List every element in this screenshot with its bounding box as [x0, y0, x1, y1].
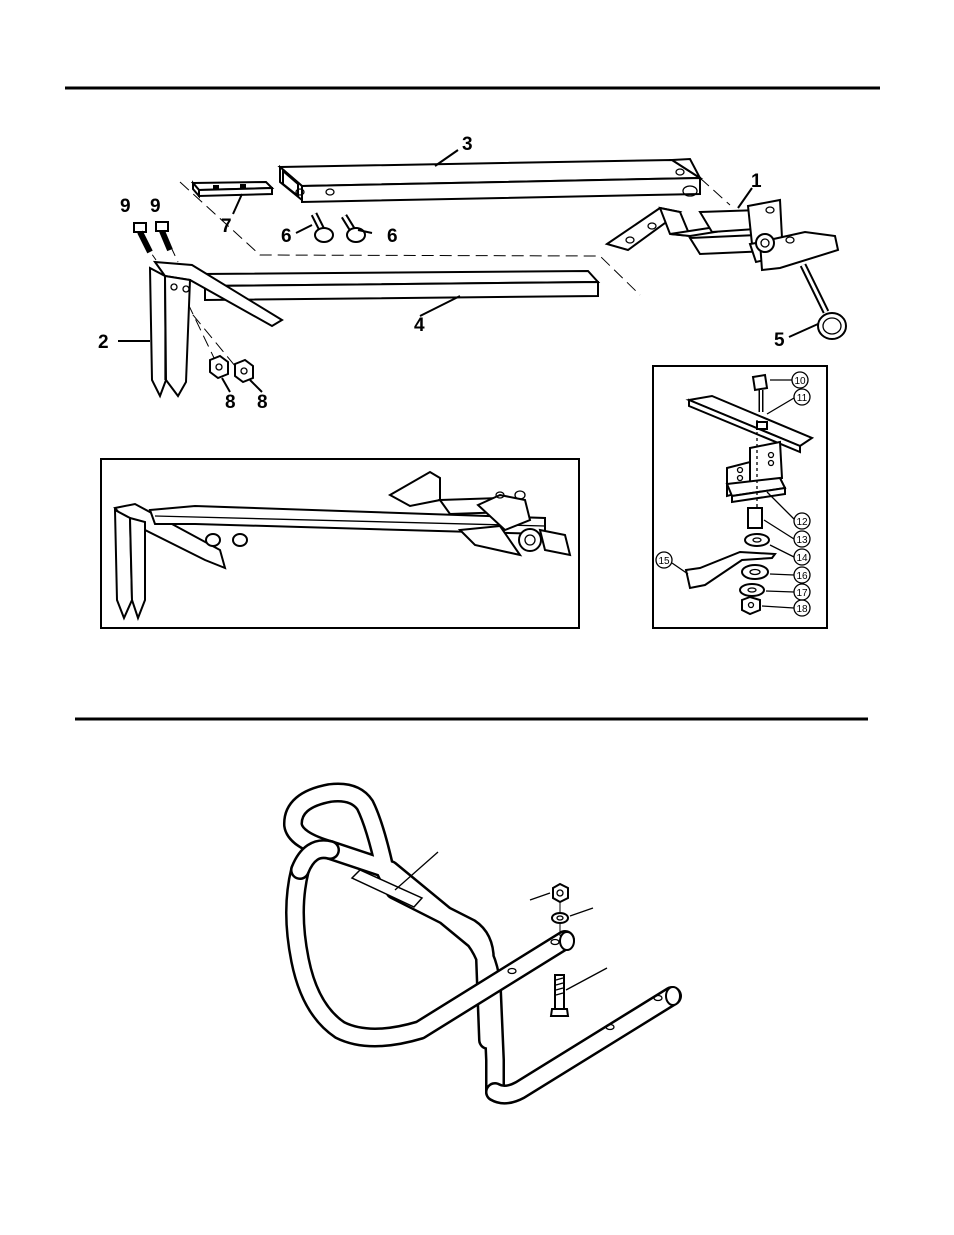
callout-6b: 6 [387, 226, 398, 247]
callout-4: 4 [414, 315, 425, 336]
detail-callout-16: 16 [796, 571, 808, 582]
detail-callout-10: 10 [794, 376, 806, 387]
detail-callout-18: 18 [796, 604, 808, 615]
part-4-lower-tube [200, 271, 598, 300]
callout-8a: 8 [225, 392, 236, 413]
callout-9b: 9 [150, 196, 161, 217]
callout-2: 2 [98, 332, 109, 353]
part-6-bolts [314, 214, 365, 242]
detail-callout-13: 13 [796, 535, 808, 546]
detail-view: 10 11 12 13 14 15 16 17 18 [653, 366, 827, 628]
callout-9a: 9 [120, 196, 131, 217]
part-7-slide-plate [193, 182, 272, 196]
callout-7: 7 [221, 216, 232, 237]
callout-6a: 6 [281, 226, 292, 247]
callout-3: 3 [462, 134, 473, 155]
callout-8b: 8 [257, 392, 268, 413]
detail-callout-11: 11 [797, 393, 808, 404]
detail-callout-12: 12 [796, 517, 808, 528]
part-3-upper-tube [280, 159, 700, 202]
part-9-screws [134, 222, 170, 252]
callout-5: 5 [774, 330, 785, 351]
part-8-nuts [210, 356, 253, 382]
detail-callout-15: 15 [658, 556, 670, 567]
assembled-view [101, 459, 579, 628]
tube-frame-view [293, 793, 680, 1095]
callout-1: 1 [751, 171, 762, 192]
detail-callout-14: 14 [796, 553, 808, 564]
detail-callout-17: 17 [796, 588, 808, 599]
part-1-hitch-bracket [607, 200, 838, 270]
